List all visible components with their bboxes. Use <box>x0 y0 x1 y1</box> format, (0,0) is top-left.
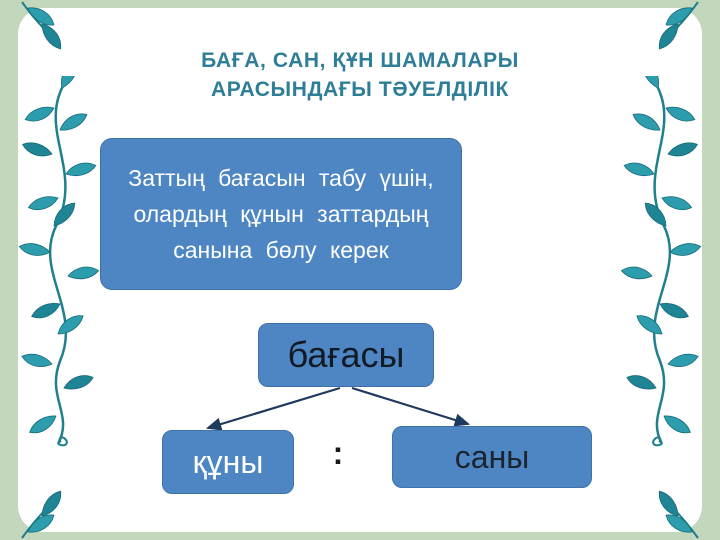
diagram-node-quantity-label: саны <box>454 438 530 475</box>
diagram-node-quantity: саны <box>392 426 592 488</box>
title-line-2: АРАСЫНДАҒЫ ТӘУЕЛДІЛІК <box>211 78 509 101</box>
diagram-node-price-label: бағасы <box>287 334 405 375</box>
slide-title: БАҒА, САН, ҚҰН ШАМАЛАРЫ АРАСЫНДАҒЫ ТӘУЕЛ… <box>0 46 720 104</box>
statement-box: Заттың бағасын табу үшін, олардың құнын … <box>100 138 462 290</box>
statement-line-2: олардың құнын заттардың <box>133 201 429 227</box>
diagram-node-price: бағасы <box>258 323 434 387</box>
division-operator: : <box>332 434 344 471</box>
statement-line-3: санына бөлу керек <box>173 237 389 263</box>
diagram-node-cost-label: құны <box>192 443 264 480</box>
diagram-node-cost: құны <box>162 430 294 494</box>
title-line-1: БАҒА, САН, ҚҰН ШАМАЛАРЫ <box>201 49 519 72</box>
statement-line-1: Заттың бағасын табу үшін, <box>128 165 434 191</box>
